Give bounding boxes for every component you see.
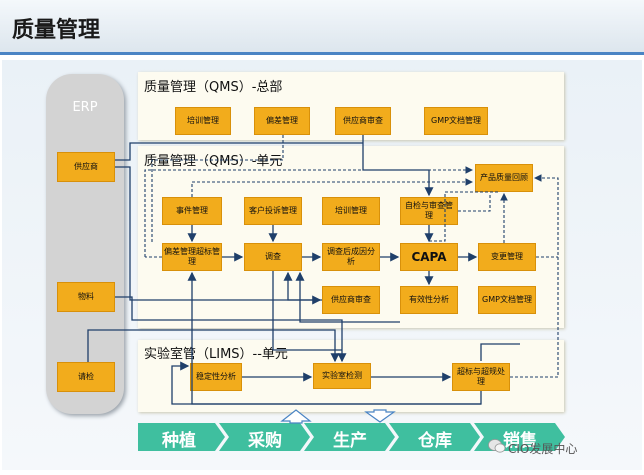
complaint-management-box: 客户投诉管理 xyxy=(244,197,302,225)
hq-deviation-box: 偏差管理 xyxy=(254,107,310,135)
flow-chevron-2 xyxy=(219,423,310,451)
line-effectiveness-capa-loop xyxy=(295,271,400,323)
erp-inspection-box: 请检 xyxy=(57,362,115,392)
erp-supplier-box: 供应商 xyxy=(57,152,115,182)
flow-label-purchasing: 采购 xyxy=(248,431,282,451)
unit-training-box: 培训管理 xyxy=(322,197,380,225)
flow-chevron-4 xyxy=(389,423,480,451)
hq-training-box: 培训管理 xyxy=(175,107,231,135)
flow-label-sales: 销售 xyxy=(503,431,537,451)
change-management-box: 变更管理 xyxy=(478,243,536,271)
oos-handling-box: 超标与超规处理 xyxy=(452,363,510,391)
effectiveness-box: 有效性分析 xyxy=(400,286,458,314)
dash-capa-product xyxy=(429,191,498,242)
qms-unit-title: 质量管理（QMS）-单元 xyxy=(144,154,283,169)
up-arrow-production xyxy=(280,409,312,424)
lab-test-box: 实验室检测 xyxy=(313,363,371,389)
line-oos-bottom xyxy=(171,361,482,405)
line-oos-deviation xyxy=(187,271,481,405)
unit-gmp-doc-box: GMP文档管理 xyxy=(478,286,536,314)
line-material-lab xyxy=(115,296,347,363)
capa-box: CAPA xyxy=(400,243,458,271)
flow-label-planting: 种植 xyxy=(162,431,196,451)
dash-selfaudit-product xyxy=(458,194,491,212)
unit-supplier-audit-box: 供应商审查 xyxy=(322,286,380,314)
flow-label-production: 生产 xyxy=(333,431,367,451)
hq-supplier-audit-box: 供应商审查 xyxy=(335,107,391,135)
flow-chevron-1 xyxy=(138,423,225,451)
erp-material-box: 物料 xyxy=(57,282,115,312)
line-oos-up xyxy=(480,343,520,361)
root-cause-box: 调查后成因分析 xyxy=(322,243,380,271)
product-review-box: 产品质量回顾 xyxy=(475,164,533,192)
watermark-text: CIO发展中心 xyxy=(508,442,578,456)
qms-hq-title: 质量管理（QMS）-总部 xyxy=(144,80,283,95)
dash-event-product xyxy=(144,166,474,257)
title-band: 质量管理 xyxy=(0,0,644,55)
flow-chevron-3 xyxy=(304,423,395,451)
deviation-oos-box: 偏差管理超标管理 xyxy=(162,243,222,271)
dash-hq-deviation xyxy=(151,135,284,243)
line-investigation-lab xyxy=(272,271,342,351)
page-title: 质量管理 xyxy=(12,18,101,43)
line-erp-supplier-unit xyxy=(115,166,322,305)
stability-analysis-box: 稳定性分析 xyxy=(190,363,242,391)
line-inspection-lab xyxy=(87,329,340,363)
erp-label: ERP xyxy=(72,100,98,115)
erp-column xyxy=(46,74,124,414)
dash-oos-product xyxy=(510,174,559,378)
wechat-icon xyxy=(488,439,506,453)
event-management-box: 事件管理 xyxy=(162,197,222,225)
self-audit-box: 自检与审查管理 xyxy=(400,197,458,225)
flow-label-warehouse: 仓库 xyxy=(418,431,452,451)
investigation-box: 调查 xyxy=(244,243,302,271)
dash-complaint-product xyxy=(191,178,474,197)
lims-title: 实验室管（LIMS）--单元 xyxy=(144,347,288,362)
hq-gmp-doc-box: GMP文档管理 xyxy=(424,107,488,135)
down-arrow-warehouse xyxy=(364,409,396,423)
line-erp-supplier-hq xyxy=(115,142,363,161)
